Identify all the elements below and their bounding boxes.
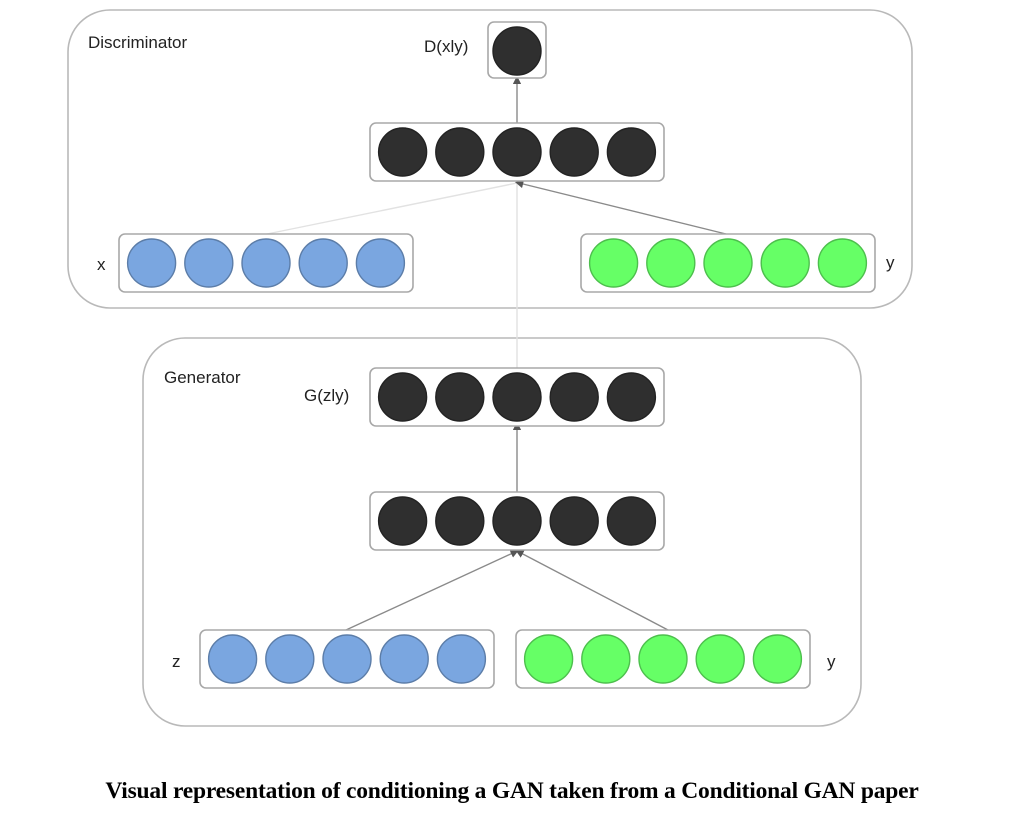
edges (266, 75, 727, 631)
g-input-y-node (752, 634, 803, 684)
d-input-y-node (703, 238, 753, 288)
g-hidden-node (549, 496, 599, 546)
nodes (126, 26, 868, 684)
d-input-x-node (241, 238, 291, 288)
g-input-y-node (695, 634, 745, 684)
d-output-label: D(xly) (424, 37, 468, 56)
d-hidden-node (377, 127, 428, 177)
d-input-x-node (126, 238, 177, 288)
g-input-y-label: y (827, 652, 836, 671)
discriminator-title: Discriminator (88, 33, 188, 52)
g-input-y-node (638, 634, 688, 684)
g-hidden-node (377, 496, 428, 546)
d-input-y-node (760, 238, 810, 288)
cgan-diagram: Discriminator Generator D(xly) x y G(zly… (67, 9, 913, 727)
g-input-z-label: z (172, 652, 181, 671)
g-hidden-node (606, 496, 657, 546)
d-input-y-node (646, 238, 696, 288)
generator-title: Generator (164, 368, 241, 387)
d-hidden-node (492, 127, 542, 177)
d-input-y-node (817, 238, 868, 288)
g-input-z-node (436, 634, 487, 684)
d-input-y-node (588, 238, 639, 288)
edge-z-to-g-hidden (345, 549, 519, 631)
d-input-y-label: y (886, 253, 895, 272)
g-input-z-node (322, 634, 372, 684)
d-output-node (492, 26, 542, 76)
d-hidden-node (435, 127, 485, 177)
g-hidden-node (435, 496, 485, 546)
g-output-label: G(zly) (304, 386, 349, 405)
edge-y-to-g-hidden (515, 550, 669, 631)
d-hidden-node (549, 127, 599, 177)
g-input-y-node (523, 634, 574, 684)
g-input-z-node (265, 634, 315, 684)
edge-y-to-d-hidden (514, 179, 727, 235)
g-output-node (492, 372, 542, 422)
g-output-node (606, 372, 657, 422)
d-input-x-node (355, 238, 406, 288)
d-hidden-node (606, 127, 657, 177)
edge-x-to-d-hidden (266, 182, 518, 235)
figure-caption: Visual representation of conditioning a … (105, 778, 919, 804)
g-input-z-node (207, 634, 258, 684)
d-input-x-node (298, 238, 348, 288)
g-input-z-node (379, 634, 429, 684)
d-input-x-label: x (97, 255, 106, 274)
g-output-node (549, 372, 599, 422)
g-output-node (377, 372, 428, 422)
g-output-node (435, 372, 485, 422)
g-hidden-node (492, 496, 542, 546)
d-input-x-node (184, 238, 234, 288)
g-input-y-node (581, 634, 631, 684)
